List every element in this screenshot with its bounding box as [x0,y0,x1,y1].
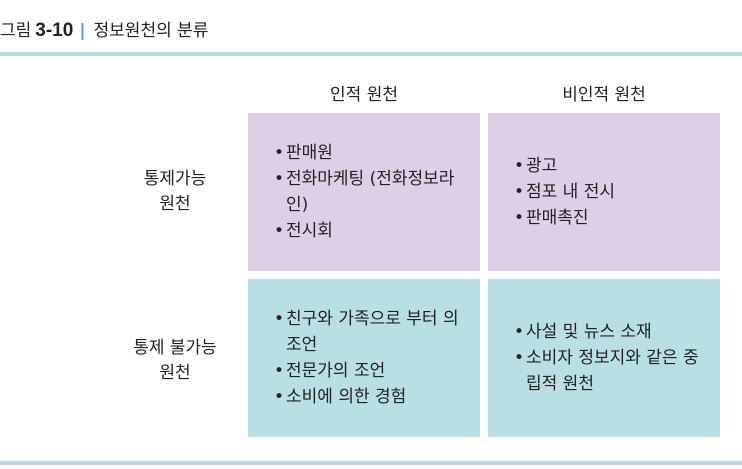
row-header-line: 통제 불가능 [133,338,217,358]
figure-title: 정보원천의 분류 [93,21,209,41]
list-item: •소비에 의한 경험 [274,387,407,407]
list-item: •전문가의 조언 [274,361,386,381]
item-list: •사설 및 뉴스 소재 •소비자 정보지와 같은 중립적 원천 [514,319,710,397]
row-header-line: 원천 [159,194,191,214]
list-item: •전화마케팅 (전화정보라인) [274,169,455,215]
column-header-impersonal: 비인적 원천 [562,85,646,105]
cell-controllable-impersonal: •광고 •점포 내 전시 •판매촉진 [488,113,720,271]
row-header-line: 원천 [159,363,191,383]
row-header-controllable: 통제가능 원천 [110,167,240,217]
cell-controllable-personal: •판매원 •전화마케팅 (전화정보라인) •전시회 [248,113,480,271]
list-item: •판매원 [274,143,333,163]
list-item: •광고 [514,156,558,176]
list-item: •전시회 [274,221,333,241]
list-item: •사설 및 뉴스 소재 [514,322,652,342]
figure-number: 3-10 [35,20,74,41]
cell-uncontrollable-impersonal: •사설 및 뉴스 소재 •소비자 정보지와 같은 중립적 원천 [488,279,720,437]
list-item: •점포 내 전시 [514,182,616,202]
item-list: •광고 •점포 내 전시 •판매촉진 [514,153,710,231]
row-header-uncontrollable: 통제 불가능 원천 [110,336,240,386]
row-header-line: 통제가능 [143,169,207,189]
item-list: •판매원 •전화마케팅 (전화정보라인) •전시회 [274,140,470,244]
column-header-personal: 인적 원천 [330,85,398,105]
list-item: •소비자 정보지와 같은 중립적 원천 [514,348,699,394]
caption-separator: | [79,21,86,41]
list-item: •판매촉진 [514,208,589,228]
list-item: •친구와 가족으로 부터 의 조언 [274,309,459,355]
bottom-rule [0,461,742,465]
figure-label: 그림 [0,21,32,41]
top-rule [0,52,742,56]
cell-uncontrollable-personal: •친구와 가족으로 부터 의 조언 •전문가의 조언 •소비에 의한 경험 [248,279,480,437]
item-list: •친구와 가족으로 부터 의 조언 •전문가의 조언 •소비에 의한 경험 [274,306,470,410]
